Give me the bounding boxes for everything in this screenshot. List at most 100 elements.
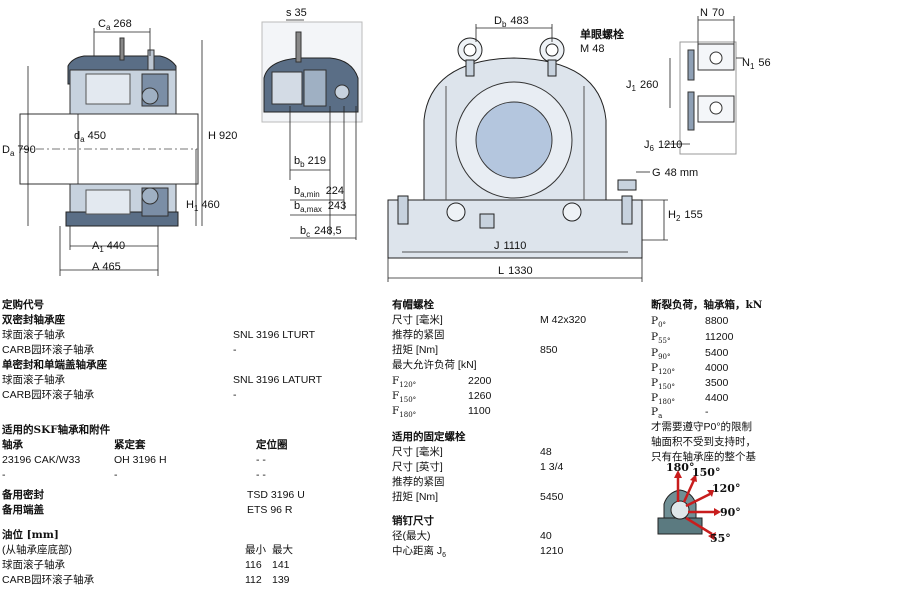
order-code-title: 定购代号 — [2, 299, 44, 311]
pin-center-label: 中心距离 J6 — [392, 545, 447, 560]
oil-level-heading: 油位 [mm] — [2, 529, 59, 541]
angle-180: 180° — [666, 462, 694, 474]
sleeve-cell: - — [114, 469, 118, 481]
load-direction-diagram: 180° 150° 120° 90° 55° — [657, 462, 741, 545]
oil-row2-label: CARB园环滚子轴承 — [2, 574, 95, 586]
cap-bolt-size-label: 尺寸 [毫米] — [392, 314, 443, 326]
angle-150: 150° — [692, 466, 720, 479]
row4-value: - — [233, 389, 237, 401]
p120-label: P120° — [651, 362, 675, 377]
fix-size-mm-label: 尺寸 [毫米] — [392, 446, 443, 458]
pin-heading: 销钉尺寸 — [392, 515, 434, 527]
fix-torque-label: 扭矩 [Nm] — [392, 491, 439, 503]
p180-label: P180° — [651, 392, 675, 407]
fix-size-mm-value: 48 — [540, 446, 552, 458]
row3-value: SNL 3196 LATURT — [233, 374, 323, 386]
oil-min-header: 最小 — [245, 544, 266, 556]
ring-cell: - - — [256, 454, 266, 466]
angle-55: 55° — [710, 532, 731, 545]
fix-recommended: 推荐的紧固 — [392, 476, 445, 488]
p90-label: P90° — [651, 347, 671, 362]
row4-label: CARB园环滚子轴承 — [2, 389, 95, 401]
angle-120: 120° — [712, 482, 740, 495]
bearing-cell: - — [2, 469, 6, 481]
bearing-cell: 23196 CAK/W33 — [2, 454, 81, 466]
oil-level-sub: (从轴承座底部) — [2, 544, 72, 556]
front-housing — [387, 37, 643, 259]
fixing-bolt-heading: 适用的固定螺栓 — [392, 431, 466, 443]
p150-label: P150° — [651, 377, 675, 392]
row3-label: 球面滚子轴承 — [2, 374, 65, 386]
fix-size-in-label: 尺寸 [英寸] — [392, 461, 443, 473]
oil-max-header: 最大 — [272, 544, 293, 556]
spare-seal-value: TSD 3196 U — [247, 489, 305, 501]
p0-label: P0° — [651, 315, 667, 330]
pa-value: - — [705, 406, 709, 418]
th-bearing: 轴承 — [2, 439, 23, 451]
note-line-2: 轴面积不受到支持时， — [651, 436, 756, 448]
oil-row2-min: 112 — [245, 574, 262, 586]
cap-bolt-torque-value: 850 — [540, 344, 558, 356]
pin-center-value: 1210 — [540, 545, 564, 557]
ring-cell: - - — [256, 469, 266, 481]
f180-value: 1100 — [468, 405, 491, 417]
p55-value: 11200 — [705, 331, 734, 343]
skf-bearings-heading: 适用的SKF轴承和附件 — [2, 424, 111, 436]
p55-label: P55° — [651, 331, 671, 346]
breaking-load-heading: 断裂负荷，轴承箱，kN — [651, 299, 763, 311]
spare-cap-label: 备用端盖 — [2, 504, 44, 516]
oil-row1-min: 116 — [245, 559, 262, 571]
p150-value: 3500 — [705, 377, 729, 389]
pin-diameter-label: 径(最大) — [392, 530, 431, 542]
oil-row2-max: 139 — [272, 574, 290, 586]
cap-bolt-torque-label: 扭矩 [Nm] — [392, 344, 439, 356]
oil-row1-label: 球面滚子轴承 — [2, 559, 65, 571]
fix-torque-value: 5450 — [540, 491, 564, 503]
left-housing-lower — [65, 183, 179, 227]
angle-90: 90° — [720, 506, 741, 519]
f180-label: F180° — [392, 405, 417, 420]
row2-label: CARB园环滚子轴承 — [2, 344, 95, 356]
cap-bolt-heading: 有帽螺栓 — [392, 299, 434, 311]
pa-label: Pa — [651, 406, 663, 421]
note-line-3: 只有在轴承座的整个基 — [651, 451, 756, 463]
single-seal-heading: 单密封和单端盖轴承座 — [2, 359, 107, 371]
sleeve-cell: OH 3196 H — [114, 454, 167, 466]
th-sleeve: 紧定套 — [114, 439, 146, 451]
p180-value: 4400 — [705, 392, 729, 404]
eye-bolt-size: M 48 — [580, 43, 604, 55]
pin-diameter-value: 40 — [540, 530, 552, 542]
row1-value: SNL 3196 LTURT — [233, 329, 316, 341]
note-line-1: 才需要遵守P0°的限制 — [651, 421, 753, 433]
f150-value: 1260 — [468, 390, 492, 402]
spare-seal-label: 备用密封 — [2, 489, 44, 501]
p0-value: 8800 — [705, 315, 729, 327]
cap-bolt-recommended: 推荐的紧固 — [392, 329, 445, 341]
row2-value: - — [233, 344, 237, 356]
f120-value: 2200 — [468, 375, 492, 387]
spare-cap-value: ETS 96 R — [247, 504, 293, 516]
cap-bolt-size-value: M 42x320 — [540, 314, 587, 326]
left-housing-upper — [67, 37, 177, 115]
oil-row1-max: 141 — [272, 559, 290, 571]
f150-label: F150° — [392, 390, 417, 405]
